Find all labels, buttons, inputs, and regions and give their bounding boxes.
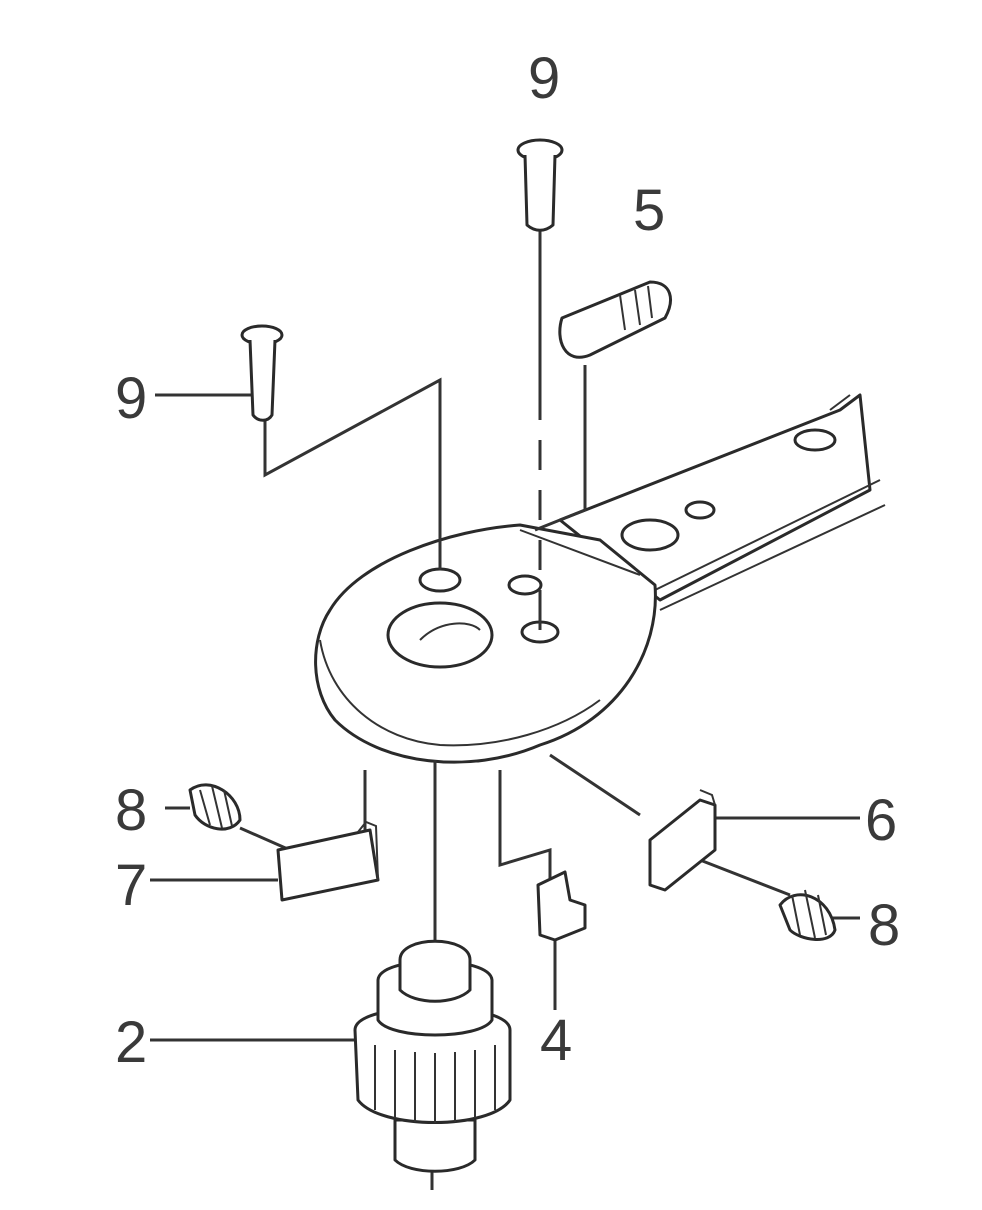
part-lever xyxy=(558,280,672,359)
part-screw-top xyxy=(516,138,564,232)
ratchet-head xyxy=(314,523,657,764)
part-spring-left xyxy=(188,783,242,831)
label-5: 5 xyxy=(633,178,665,243)
part-screw-left xyxy=(240,324,284,422)
label-4: 4 xyxy=(540,1008,572,1073)
part-gear xyxy=(353,939,512,1173)
leader-lines xyxy=(150,230,860,1190)
part-pawl-right xyxy=(648,789,717,892)
label-7: 7 xyxy=(115,853,147,918)
wrench-handle xyxy=(558,393,886,611)
label-8-left: 8 xyxy=(115,778,147,843)
part-pawl-left xyxy=(276,820,380,902)
part-spring-right xyxy=(778,889,837,941)
label-9-top: 9 xyxy=(528,46,560,111)
label-6: 6 xyxy=(865,788,897,853)
label-8-right: 8 xyxy=(868,893,900,958)
label-9-left: 9 xyxy=(115,366,147,431)
part-switch xyxy=(536,870,587,942)
label-2: 2 xyxy=(115,1010,147,1075)
